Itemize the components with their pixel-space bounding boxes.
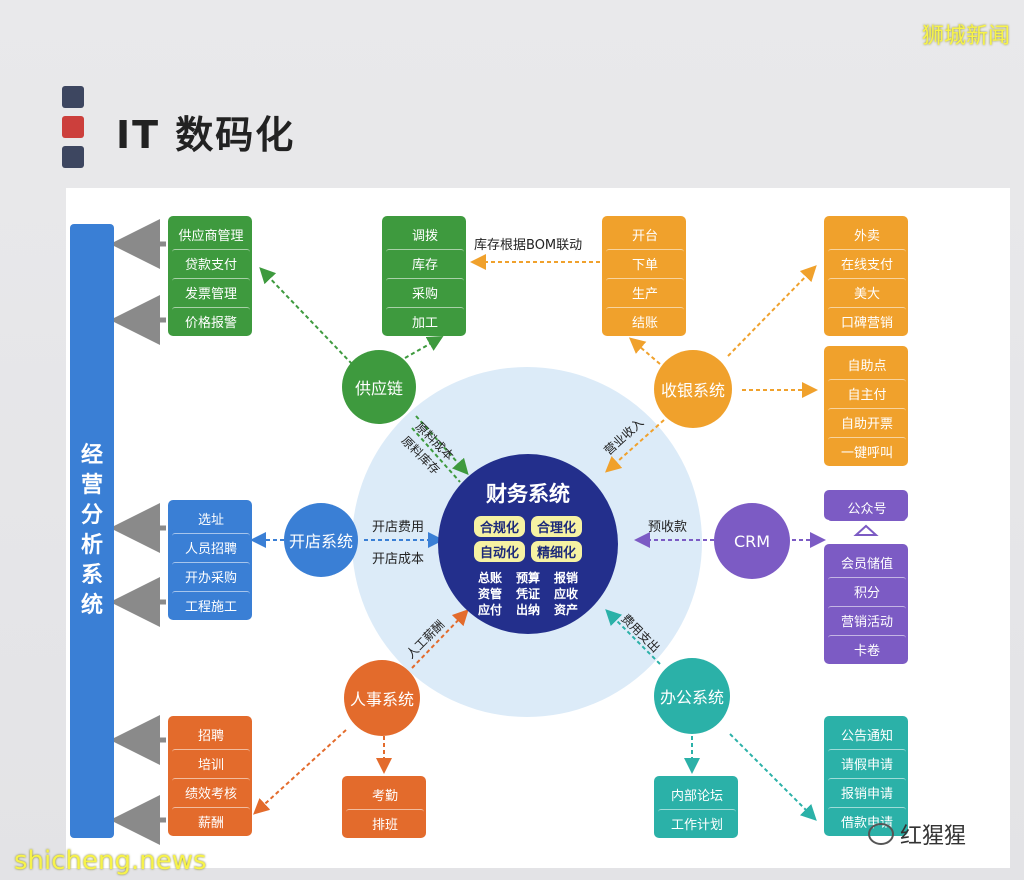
node-pos-right-b: 自助开票: [828, 408, 906, 436]
connector: [404, 336, 444, 359]
finance-module: 应付: [477, 603, 502, 617]
node-pos-right-b: 一键呼叫: [828, 437, 906, 465]
sidebar-char: 统: [80, 593, 103, 618]
finance-tags-row: 自动化 精细化: [473, 541, 583, 562]
watermark-bottom: shicheng.news: [14, 846, 207, 876]
connector: [259, 267, 353, 365]
sidebar-char: 系: [80, 563, 103, 588]
finance-hub: 财务系统 合规化 合理化 自动化 精细化 总账 预算 报销 资管 凭证 应收 应…: [438, 454, 618, 634]
node-hr-left: 薪酬: [172, 807, 250, 835]
watermark-right: 红猩猩: [868, 818, 966, 850]
node-pos-top: 结账: [606, 307, 684, 335]
business-analysis-sidebar: 经 营 分 析 系 统: [70, 224, 114, 838]
finance-title: 财务系统: [486, 482, 570, 506]
sidebar-char: 分: [80, 503, 103, 528]
finance-tag: 合规化: [473, 516, 525, 537]
node-hr-bottom: 排班: [346, 809, 424, 837]
node-office-bottom: 工作计划: [658, 809, 736, 837]
sidebar-char: 经: [80, 443, 103, 468]
node-pos-right-b: 自主付: [828, 379, 906, 407]
finance-tag: 合理化: [531, 516, 583, 537]
node-crm-bottom: 营销活动: [828, 606, 906, 634]
node-pos-right-a: 外卖: [828, 220, 906, 248]
node-supply-left: 价格报警: [172, 307, 250, 335]
node-hr-left: 招聘: [172, 720, 250, 748]
node-pos-right-a: 在线支付: [828, 249, 906, 277]
finance-tags-row: 合规化 合理化: [473, 516, 583, 537]
watermark-top: 狮城新闻: [921, 24, 1010, 49]
node-crm-bottom: 卡卷: [828, 635, 906, 663]
watermark-right-text: 红猩猩: [900, 824, 967, 849]
node-hr-bottom: 考勤: [346, 780, 424, 808]
page-title: IT 数码化: [116, 113, 296, 157]
connector: [411, 609, 469, 669]
node-supply-top: 库存: [386, 249, 464, 277]
connector: [605, 609, 661, 665]
crm-hub: CRM: [714, 503, 790, 579]
node-hr-left: 培训: [172, 749, 250, 777]
finance-module: 应收: [553, 587, 578, 601]
finance-module: 凭证: [515, 587, 540, 601]
finance-module: 资管: [477, 587, 502, 601]
node-office-right: 报销申请: [828, 778, 906, 806]
wechat-icon: [868, 823, 894, 845]
node-shop-left: 开办采购: [172, 562, 250, 590]
node-supply-top: 加工: [386, 307, 464, 335]
node-pos-right-b: 自助点: [828, 350, 906, 378]
node-supply-left: 贷款支付: [172, 249, 250, 277]
supply-chain-hub: 供应链: [342, 350, 416, 424]
finance-modules: 总账 预算 报销 资管 凭证 应收 应付 出纳 资产: [472, 570, 584, 618]
node-hr-left: 绩效考核: [172, 778, 250, 806]
finance-module: 报销: [553, 571, 578, 585]
node-shop-left: 工程施工: [172, 591, 250, 619]
title-marker-bottom: [62, 146, 84, 168]
pos-hub: 收银系统: [654, 350, 732, 428]
node-crm-bottom: 会员储值: [828, 548, 906, 576]
connector: [605, 419, 665, 473]
finance-module: 资产: [553, 603, 578, 617]
title-marker-top: [62, 86, 84, 108]
edge-label-prepaid: 预收款: [648, 520, 688, 535]
node-supply-left: 供应商管理: [172, 220, 250, 248]
node-pos-top: 开台: [606, 220, 684, 248]
node-pos-top: 下单: [606, 249, 684, 277]
sidebar-char: 析: [80, 533, 103, 558]
node-pos-top: 生产: [606, 278, 684, 306]
node-shop-left: 选址: [172, 504, 250, 532]
edge-label-open-cost: 开店成本: [372, 552, 425, 567]
connector: [253, 729, 347, 815]
shop-hub: 开店系统: [284, 503, 358, 577]
connector: [415, 415, 469, 475]
triangle-icon: [853, 524, 879, 536]
connector: [729, 733, 817, 821]
connector: [727, 265, 817, 357]
node-supply-top: 调拨: [386, 220, 464, 248]
finance-module: 预算: [515, 571, 540, 585]
node-office-right: 公告通知: [828, 720, 906, 748]
node-pos-right-a: 美大: [828, 278, 906, 306]
sidebar-char: 营: [80, 473, 103, 498]
node-shop-left: 人员招聘: [172, 533, 250, 561]
edge-label-open-fee: 开店费用: [372, 520, 425, 535]
title-marker-middle: [62, 116, 84, 138]
finance-module: 出纳: [515, 603, 540, 617]
node-office-right: 请假申请: [828, 749, 906, 777]
finance-module: 总账: [477, 571, 502, 585]
finance-tag: 精细化: [531, 541, 583, 562]
edge-label-bom: 库存根据BOM联动: [474, 238, 583, 253]
connector: [411, 427, 461, 483]
node-crm-top: 公众号: [828, 493, 906, 521]
node-office-bottom: 内部论坛: [658, 780, 736, 808]
hr-hub: 人事系统: [344, 660, 420, 736]
node-supply-left: 发票管理: [172, 278, 250, 306]
node-supply-top: 采购: [386, 278, 464, 306]
office-hub: 办公系统: [654, 658, 730, 734]
finance-tag: 自动化: [473, 541, 525, 562]
node-pos-right-a: 口碑营销: [828, 307, 906, 335]
connector: [628, 337, 661, 365]
node-crm-bottom: 积分: [828, 577, 906, 605]
